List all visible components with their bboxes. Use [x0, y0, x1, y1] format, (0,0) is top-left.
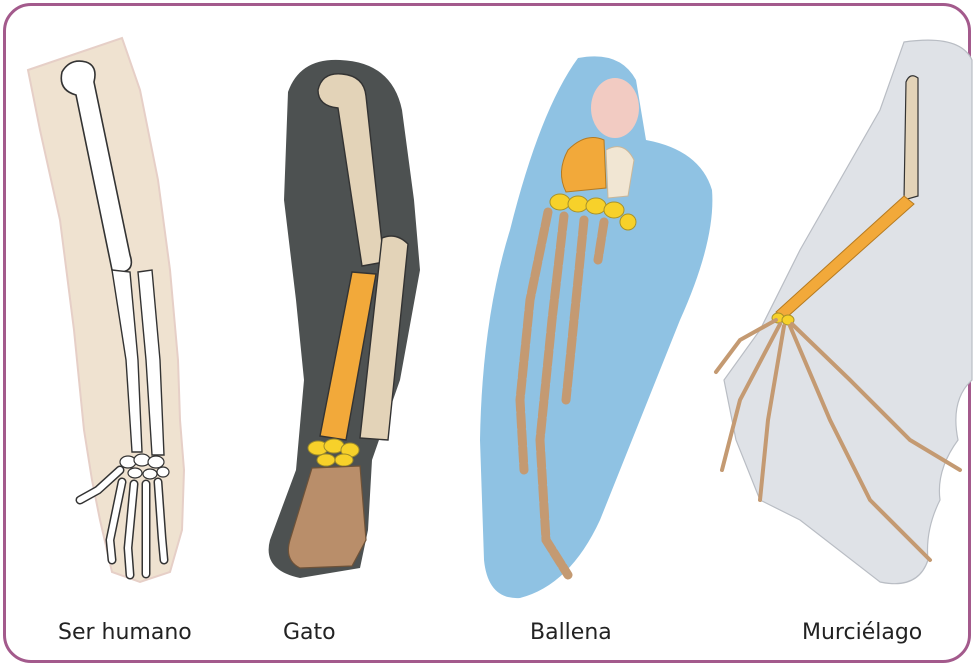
bat-wing: [716, 40, 972, 584]
whale-flipper: [480, 56, 712, 598]
label-whale: Ballena: [530, 620, 612, 645]
bat-membrane: [724, 40, 972, 584]
label-bat: Murciélago: [802, 620, 922, 645]
label-human: Ser humano: [58, 620, 192, 645]
cat-leg: [269, 60, 420, 578]
label-cat: Gato: [283, 620, 336, 645]
human-arm: [28, 38, 184, 582]
bat-humerus: [904, 76, 918, 200]
whale-humerus: [591, 78, 639, 138]
